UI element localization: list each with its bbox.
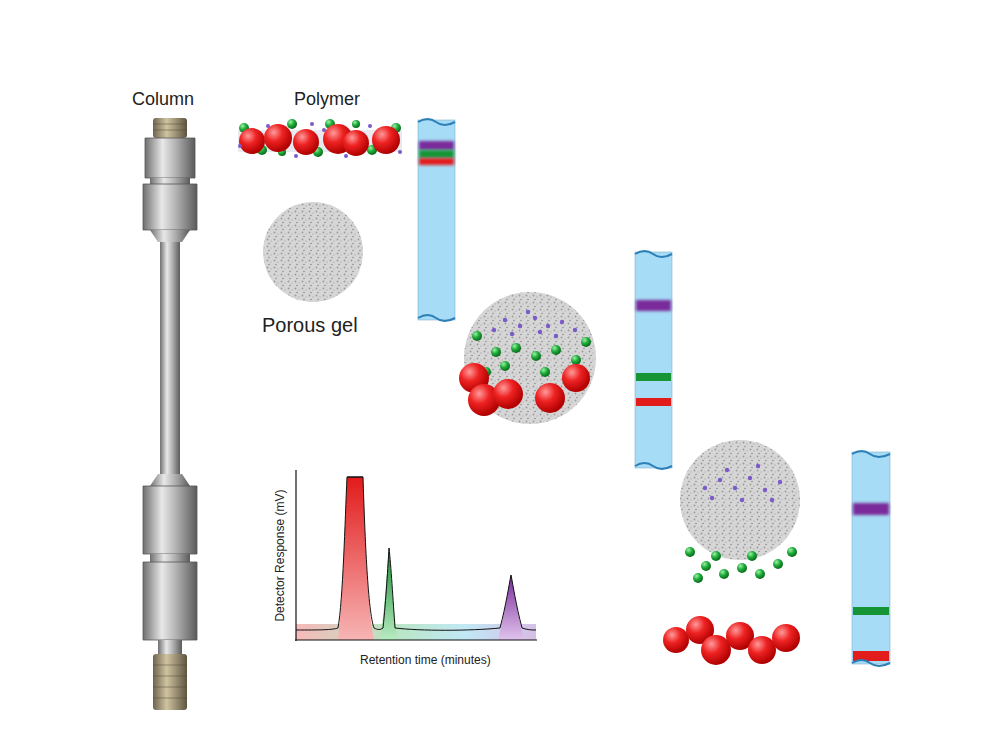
separation-stage-3 xyxy=(663,440,800,665)
chromatogram xyxy=(295,470,537,641)
column-bands xyxy=(418,119,890,666)
porous-gel-bead xyxy=(263,202,363,302)
gel-label: Porous gel xyxy=(262,314,358,336)
polymer-label: Polymer xyxy=(294,90,360,110)
column-label: Column xyxy=(132,90,194,110)
column-figure xyxy=(143,118,197,710)
separation-stage-2 xyxy=(459,292,596,424)
axis-label: Detector Response (mV) xyxy=(274,490,287,622)
axis-label: Retention time (minutes) xyxy=(360,654,491,667)
polymer-mixture xyxy=(238,119,402,158)
